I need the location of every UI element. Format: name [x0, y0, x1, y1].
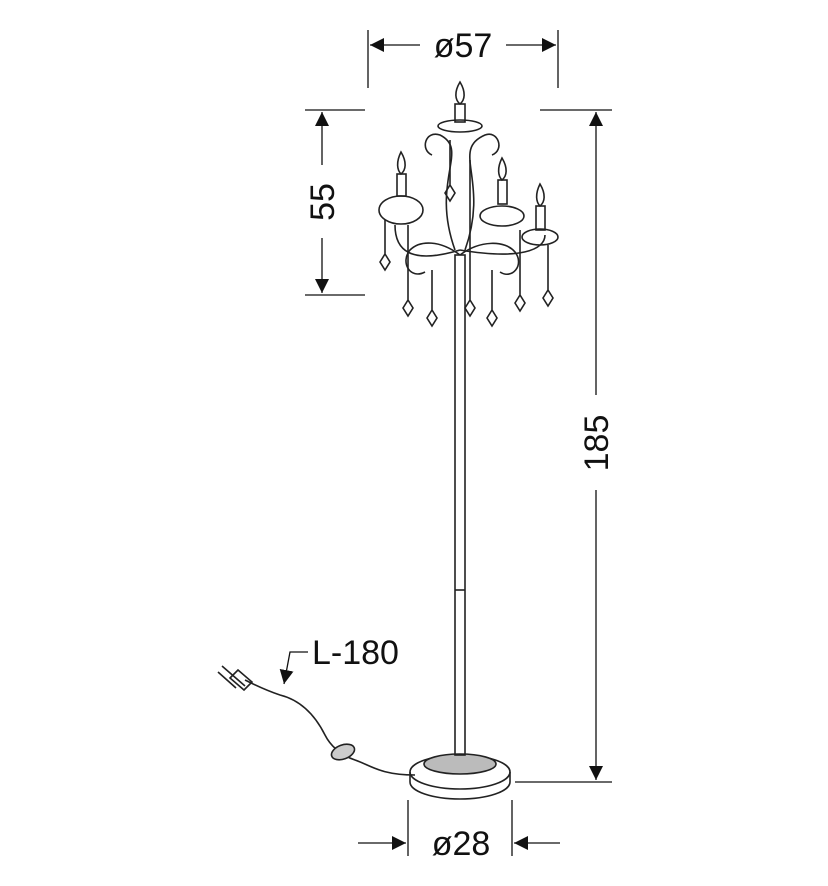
crystal-drops — [379, 140, 554, 328]
candle-cup — [378, 195, 424, 225]
candle — [454, 103, 466, 123]
lamp-arm — [459, 242, 520, 275]
candle-flame-icon — [497, 156, 507, 182]
candle-cup — [479, 205, 525, 227]
base-diameter-dimension: ø28 — [358, 800, 560, 863]
leader-arrow — [279, 651, 308, 685]
candle-flame-icon — [455, 80, 465, 106]
cable-length-label: L-180 — [312, 634, 399, 672]
candle-cup — [437, 119, 483, 133]
lamp-base-rim — [409, 772, 511, 800]
lamp-arm — [464, 133, 500, 251]
top-diameter-dimension: ø57 — [367, 27, 559, 88]
cord-switch — [330, 743, 356, 761]
lamp-arm — [424, 133, 456, 251]
candle-flame-icon — [396, 150, 406, 176]
cable-length-callout: L-180 — [279, 634, 399, 685]
candle-cup — [521, 228, 559, 246]
candle — [535, 205, 546, 231]
total-height-dimension: 185 — [515, 109, 616, 783]
candle-flame-icon — [535, 182, 545, 208]
candle — [396, 173, 407, 197]
power-cord — [244, 679, 416, 776]
total-height-label: 185 — [578, 415, 616, 472]
base-diameter-label: ø28 — [432, 825, 491, 863]
lamp-arm — [394, 224, 461, 257]
candle — [497, 179, 508, 205]
head-height-label: 55 — [304, 183, 342, 221]
lamp-arm — [405, 242, 461, 275]
lamp-pole — [454, 254, 466, 756]
floor-lamp-illustration — [217, 80, 559, 800]
plug-icon — [217, 665, 254, 692]
lamp-base-top — [423, 753, 497, 775]
top-diameter-label: ø57 — [434, 27, 493, 65]
head-height-dimension: 55 — [304, 109, 365, 296]
lamp-arm — [459, 234, 546, 255]
